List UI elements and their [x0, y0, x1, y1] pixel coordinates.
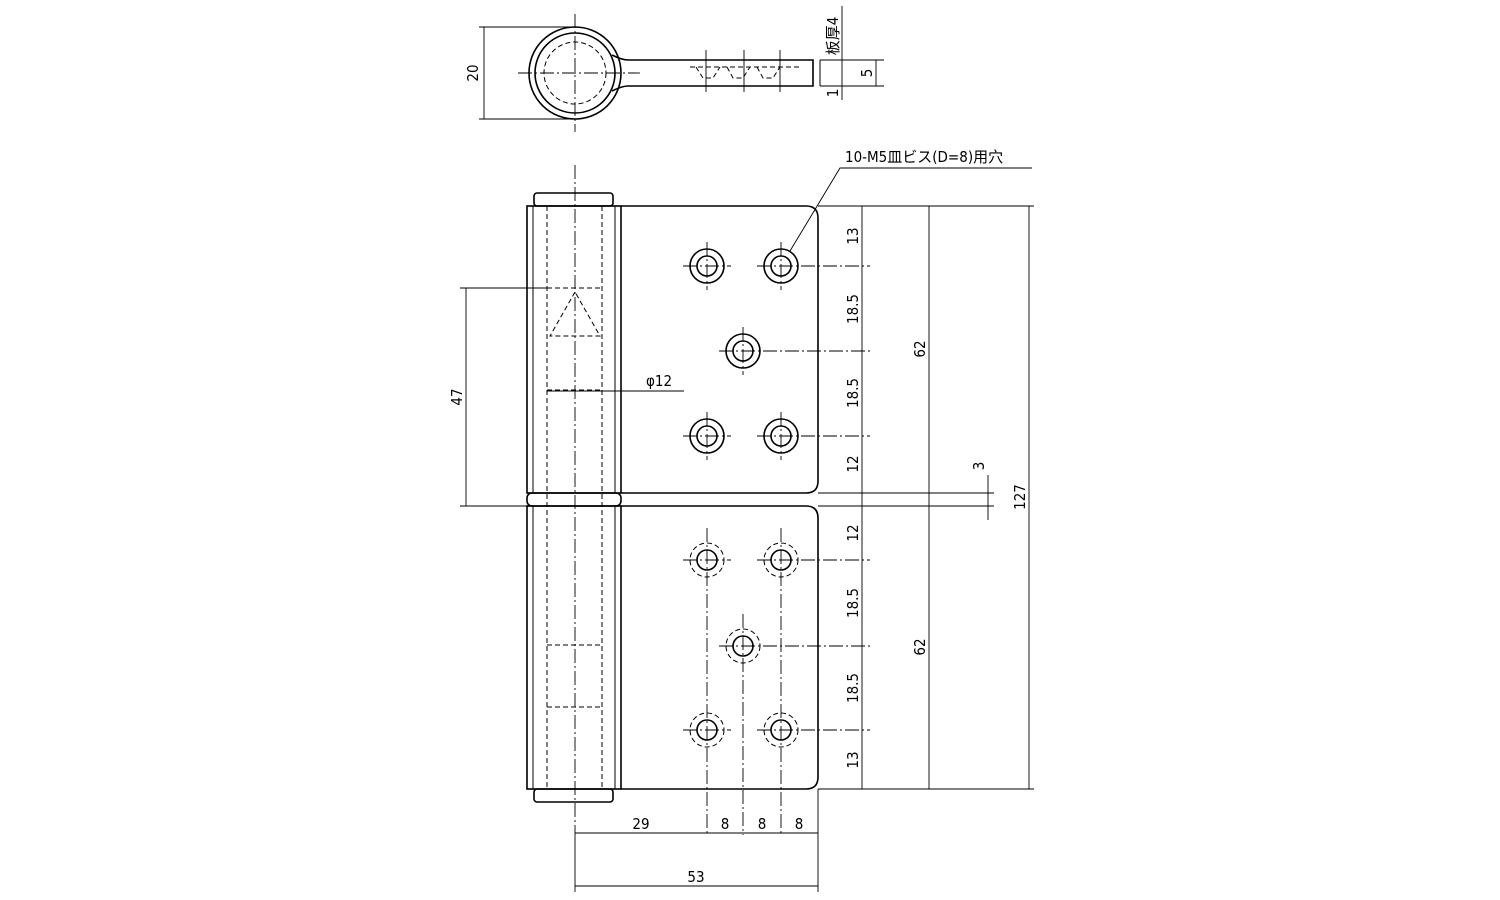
- pitch-label: 12: [844, 455, 862, 472]
- screw-hole: [719, 327, 870, 375]
- dim-53-label: 53: [687, 868, 704, 886]
- screw-hole: [757, 242, 870, 290]
- upper-leaf: [621, 205, 819, 494]
- front-view: 10-M5皿ビス(D=8)用穴 φ12 47 13 18.5 18.5 12 1…: [448, 148, 1034, 892]
- pin-diameter-label: φ12: [646, 372, 672, 390]
- pitch-label: 18.5: [844, 588, 862, 618]
- screw-hole: [683, 242, 731, 290]
- top-leaf-outline: [611, 54, 814, 92]
- screw-hole: [683, 412, 731, 460]
- dim-1-label: 1: [824, 89, 842, 98]
- pitch-label: 18.5: [844, 294, 862, 324]
- pin-hidden-tip: [547, 287, 602, 391]
- dim-20-label: 20: [464, 64, 482, 81]
- pitch-label: 18.5: [844, 378, 862, 408]
- bottom-dim-label: 29: [632, 815, 649, 833]
- dim-3-label: 3: [970, 462, 988, 471]
- pitch-label: 13: [844, 227, 862, 244]
- lower-knuckle: [526, 505, 622, 790]
- dim-62-upper-label: 62: [911, 340, 929, 357]
- screw-hole-reverse: [757, 712, 870, 748]
- screw-hole: [757, 412, 870, 460]
- upper-holes: [683, 242, 870, 460]
- screw-hole-reverse: [683, 528, 731, 835]
- dim-62-lower-label: 62: [911, 638, 929, 655]
- top-view: 20 板厚4 5 1: [464, 6, 884, 132]
- upper-knuckle: [526, 205, 622, 494]
- bottom-dim-label: 8: [795, 815, 804, 833]
- screw-hole-reverse: [683, 712, 731, 748]
- dim-thickness-label: 板厚4: [824, 17, 842, 56]
- hole-callout: 10-M5皿ビス(D=8)用穴: [845, 148, 1003, 166]
- pin-top-end: [533, 192, 614, 207]
- screw-hole-reverse: [719, 614, 870, 835]
- pitch-label: 18.5: [844, 673, 862, 703]
- dim-127-label: 127: [1011, 484, 1029, 510]
- pitch-label: 13: [844, 751, 862, 768]
- dim-47-label: 47: [448, 388, 466, 405]
- screw-hole-reverse: [757, 528, 870, 835]
- center-washer: [526, 492, 622, 507]
- pin-bottom-end: [533, 788, 614, 803]
- dim-5-label: 5: [858, 69, 876, 78]
- pitch-label: 12: [844, 524, 862, 541]
- hole-callout-leader: [789, 167, 1032, 252]
- bottom-dim-label: 8: [758, 815, 767, 833]
- top-countersink-hidden: [690, 66, 800, 79]
- lower-leaf: [621, 505, 819, 790]
- lower-holes: [683, 528, 870, 835]
- pin-hidden-bushing: [547, 644, 602, 708]
- bottom-dim-label: 8: [721, 815, 730, 833]
